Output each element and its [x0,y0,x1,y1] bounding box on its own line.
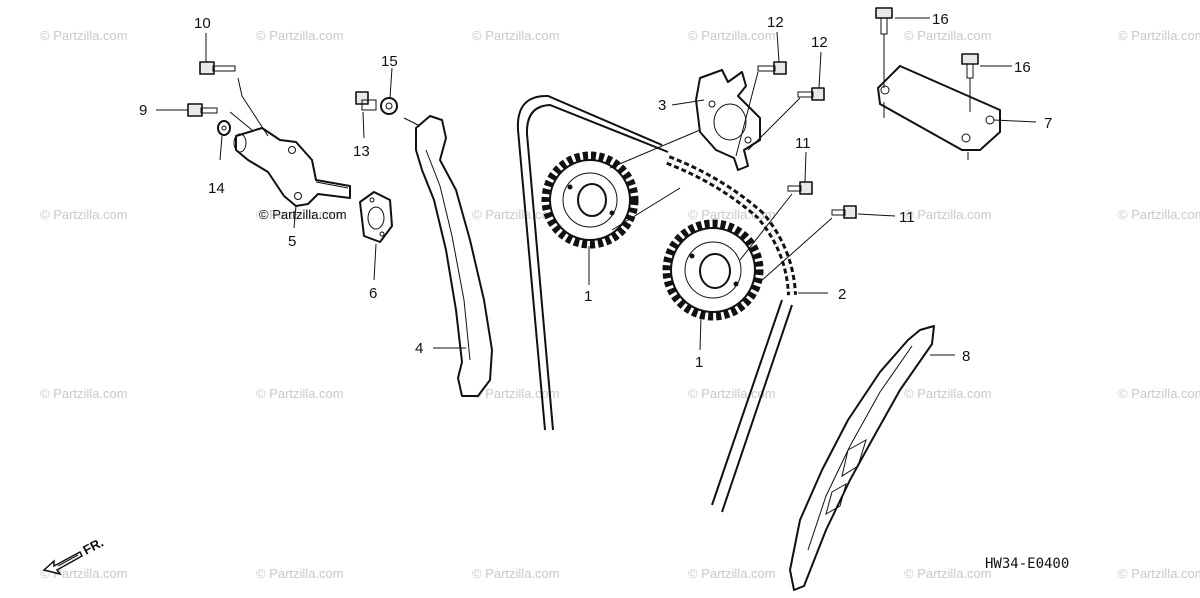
callout-8: 8 [962,348,970,365]
chain-tensioner-guide [415,115,493,397]
callout-11: 11 [899,209,915,226]
watermark-text: © Partzilla.com [688,566,776,581]
callout-4: 4 [415,340,423,357]
bolt-13 [355,91,377,111]
callout-11: 11 [795,135,811,152]
watermark-text: © Partzilla.com [472,386,560,401]
watermark-text: © Partzilla.com [904,28,992,43]
watermark-text: © Partzilla.com [904,566,992,581]
callout-labels: 1 1 2 3 4 5 6 7 8 9 10 11 11 12 12 13 14… [139,11,1052,371]
chain-guide-bracket [877,65,1001,151]
callout-6: 6 [369,285,377,302]
sprocket-plate [695,69,761,171]
callout-5: 5 [288,233,296,250]
watermark-layer: © Partzilla.com © Partzilla.com © Partzill… [40,28,1200,581]
bolt-16-lower [961,53,979,79]
callout-2: 2 [838,286,846,303]
bolt-11-upper [787,181,813,195]
callout-3: 3 [658,97,666,114]
callout-1: 1 [584,288,592,305]
callout-12: 12 [811,34,828,51]
watermark-text: © Partzilla.com [40,207,128,222]
callout-12: 12 [767,14,784,31]
callout-9: 9 [139,102,147,119]
bolt-11-lower [831,205,857,219]
cam-chain-links [666,155,797,296]
washer-15 [380,97,398,115]
callout-13: 13 [353,143,370,160]
watermark-text: © Partzilla.com [472,207,560,222]
bolt-9 [187,103,218,117]
watermark-text: © Partzilla.com [1118,386,1200,401]
callout-16: 16 [1014,59,1031,76]
watermark-text: © Partzilla.com [1118,28,1200,43]
watermark-text: © Partzilla.com [40,28,128,43]
watermark-text: © Partzilla.com [256,386,344,401]
watermark-text: © Partzilla.com [688,386,776,401]
watermark-text: © Partzilla.com [256,207,344,222]
bolt-12-upper [757,61,787,75]
leader-lines [156,17,1037,356]
watermark-text: © Partzilla.com [904,207,992,222]
watermark-text: © Partzilla.com [40,566,128,581]
callout-15: 15 [381,53,398,70]
callout-10: 10 [194,15,211,32]
cam-sprocket-lower [662,219,764,321]
watermark-text: © Partzilla.com [472,28,560,43]
callout-16: 16 [932,11,949,28]
diagram-code: HW34-E0400 [985,556,1069,572]
watermark-text: © Partzilla.com [1118,566,1200,581]
cam-chain-loop [516,94,793,513]
inline-watermark: © Partzilla.com [259,207,347,222]
tensioner-lifter [233,127,351,207]
front-marker-label: FR. [80,535,106,558]
tensioner-gasket [359,191,393,243]
watermark-text: © Partzilla.com [1118,207,1200,222]
chain-guide-rail [789,325,935,591]
watermark-text: © Partzilla.com [40,386,128,401]
bolt-16-upper [875,7,893,35]
bolt-10 [199,61,236,75]
bolt-12-lower [797,87,825,101]
watermark-text: © Partzilla.com [256,28,344,43]
front-arrow-icon [42,550,83,576]
callout-1: 1 [695,354,703,371]
washer-14 [217,120,231,136]
watermark-text: © Partzilla.com [472,566,560,581]
callout-7: 7 [1044,115,1052,132]
alignment-lines [229,34,971,283]
watermark-text: © Partzilla.com [904,386,992,401]
cam-sprocket-upper [541,151,639,249]
watermark-text: © Partzilla.com [688,28,776,43]
watermark-text: © Partzilla.com [256,566,344,581]
callout-14: 14 [208,180,225,197]
